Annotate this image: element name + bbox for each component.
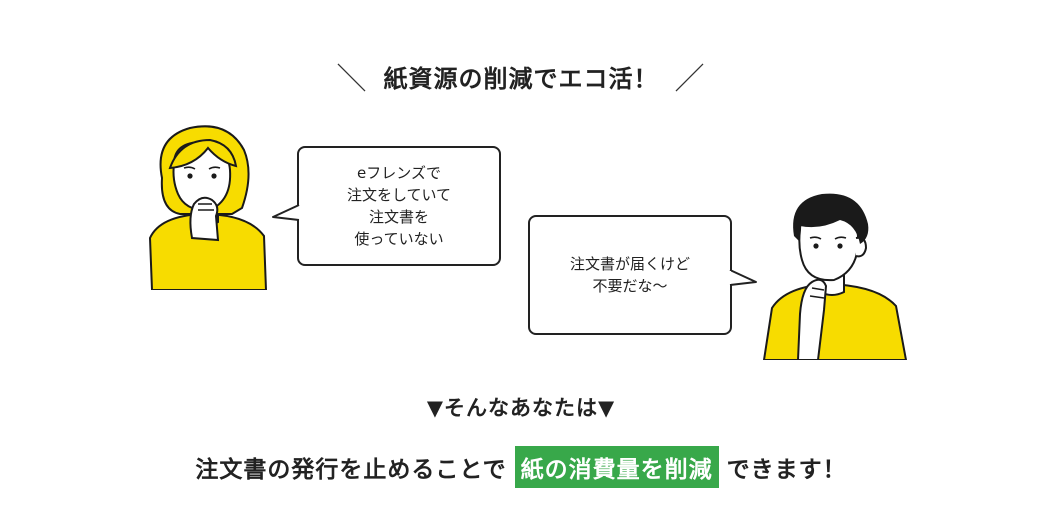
cta-line: 注文書の発行を止めることで 紙の消費量を削減 できます！ bbox=[0, 446, 1042, 488]
headline-text: 紙資源の削減でエコ活！ bbox=[383, 64, 659, 93]
bubble-left-line-4: 使っていない bbox=[354, 230, 444, 248]
cta-before: 注文書の発行を止めることで bbox=[195, 457, 507, 483]
cta-after: できます！ bbox=[726, 457, 847, 483]
bubble-left-tail bbox=[272, 204, 301, 221]
bubble-right-line-1: 注文書が届くけど bbox=[569, 255, 690, 273]
speech-bubble-right: 注文書が届くけど 不要だな～ bbox=[528, 215, 732, 335]
bubble-right-tail bbox=[728, 269, 757, 286]
bubble-right-line-2: 不要だな～ bbox=[592, 277, 668, 295]
headline: ＼ 紙資源の削減でエコ活！ ／ bbox=[0, 54, 1042, 98]
speech-bubble-left: eフレンズで 注文をしていて 注文書を 使っていない bbox=[297, 146, 501, 266]
headline-left-mark: ＼ bbox=[336, 62, 368, 97]
cta-highlight: 紙の消費量を削減 bbox=[514, 446, 719, 488]
bubble-left-line-1: eフレンズで bbox=[357, 164, 441, 182]
thinking-man-illustration bbox=[762, 193, 908, 360]
headline-right-mark: ／ bbox=[674, 62, 706, 97]
subheading: ▼そんなあなたは▼ bbox=[426, 396, 616, 420]
bubble-left-line-3: 注文書を bbox=[368, 208, 429, 226]
bubble-left-line-2: 注文をしていて bbox=[346, 186, 452, 204]
thinking-woman-illustration bbox=[148, 125, 268, 290]
